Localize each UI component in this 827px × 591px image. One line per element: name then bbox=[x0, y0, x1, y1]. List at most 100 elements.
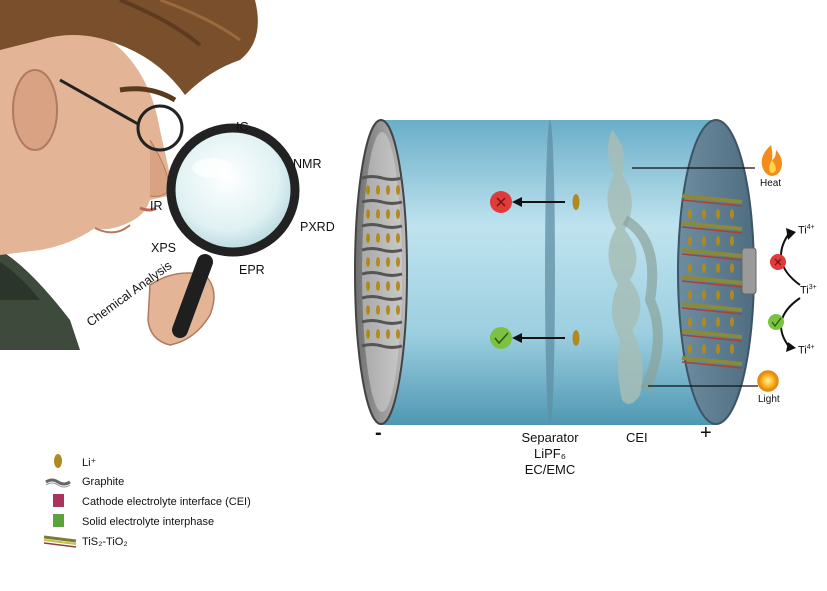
legend: Li⁺ Graphite Cathode electrolyte interfa… bbox=[46, 452, 251, 552]
tis2-sheet bbox=[681, 302, 743, 312]
li-ion bbox=[366, 209, 370, 219]
li-ion bbox=[730, 317, 734, 327]
technique-nmr: NMR bbox=[293, 157, 322, 171]
li-ion bbox=[716, 344, 720, 354]
battery-cell bbox=[354, 119, 757, 425]
li-migration-reject bbox=[490, 191, 580, 213]
li-ion bbox=[688, 236, 692, 246]
magnifying-glass-icon bbox=[166, 123, 300, 338]
flame-icon bbox=[761, 145, 782, 176]
legend-sei-swatch bbox=[53, 514, 64, 527]
separator-membrane bbox=[545, 120, 555, 424]
li-ion bbox=[396, 257, 400, 267]
li-ion bbox=[386, 305, 390, 315]
legend-tis2-swatch bbox=[43, 535, 77, 548]
legend-cei-swatch bbox=[53, 494, 64, 507]
li-ion bbox=[688, 290, 692, 300]
light-label: Light bbox=[758, 394, 780, 405]
li-ion bbox=[376, 185, 380, 195]
sun-icon bbox=[757, 370, 779, 392]
li-ion bbox=[376, 233, 380, 243]
technique-epr: EPR bbox=[239, 263, 265, 277]
tis2-sheet bbox=[681, 221, 743, 231]
li-ion bbox=[702, 209, 706, 219]
li-ion bbox=[716, 290, 720, 300]
ti-redox-cycle bbox=[768, 228, 801, 352]
li-ion bbox=[716, 263, 720, 273]
li-ion bbox=[702, 317, 706, 327]
heat-label: Heat bbox=[760, 178, 782, 189]
li-ion bbox=[716, 209, 720, 219]
li-ion bbox=[716, 317, 720, 327]
tio2-sheet bbox=[681, 253, 743, 261]
tio2-sheet bbox=[681, 334, 743, 342]
cei-layer bbox=[607, 130, 643, 404]
tis2-sheet bbox=[681, 356, 743, 366]
li-ion bbox=[396, 305, 400, 315]
li-ion bbox=[396, 233, 400, 243]
li-ion bbox=[376, 257, 380, 267]
li-ion bbox=[702, 263, 706, 273]
graphite-sheet bbox=[361, 175, 403, 181]
li-ion bbox=[688, 209, 692, 219]
legend-sei-label: Solid electrolyte interphase bbox=[82, 516, 215, 528]
li-ion bbox=[376, 305, 380, 315]
li-ion bbox=[730, 263, 734, 273]
li-ion bbox=[366, 257, 370, 267]
li-ion bbox=[396, 281, 400, 291]
li-ion bbox=[386, 281, 390, 291]
tis2-sheet bbox=[681, 275, 743, 285]
li-ion bbox=[386, 257, 390, 267]
li-ion bbox=[702, 236, 706, 246]
technique-pxrd: PXRD bbox=[300, 220, 335, 234]
legend-graphite-label: Graphite bbox=[82, 476, 125, 488]
tis2-sheet bbox=[681, 329, 743, 339]
graphite-sheet bbox=[361, 271, 403, 277]
cathode-terminal bbox=[741, 247, 757, 295]
li-ion bbox=[702, 290, 706, 300]
cei-label: CEI bbox=[626, 430, 648, 445]
graphite-sheet bbox=[361, 295, 403, 301]
li-ion bbox=[366, 233, 370, 243]
li-ion bbox=[730, 290, 734, 300]
anode-minus-sign: - bbox=[375, 422, 382, 444]
accept-icon bbox=[768, 314, 784, 330]
li-ion bbox=[702, 344, 706, 354]
graphite-sheet bbox=[361, 247, 403, 253]
li-ion bbox=[376, 209, 380, 219]
tio2-sheet bbox=[681, 199, 743, 207]
legend-graphite-swatch bbox=[45, 478, 71, 488]
technique-ic: IC bbox=[236, 120, 249, 134]
li-ion bbox=[386, 209, 390, 219]
li-ion bbox=[366, 185, 370, 195]
tio2-sheet bbox=[681, 307, 743, 315]
tio2-sheet bbox=[681, 280, 743, 288]
li-ion bbox=[572, 330, 580, 346]
technique-ir: IR bbox=[150, 199, 163, 213]
separator-label: Separator bbox=[521, 430, 579, 445]
graphite-sheet bbox=[361, 343, 403, 349]
legend-cei-label: Cathode electrolyte interface (CEI) bbox=[82, 496, 251, 508]
li-ion bbox=[688, 263, 692, 273]
tis2-tio2-layers bbox=[681, 194, 743, 369]
tio2-sheet bbox=[681, 226, 743, 234]
graphite-sheet bbox=[361, 319, 403, 325]
li-ion bbox=[572, 194, 580, 210]
ion-ti4-top: Ti4+ bbox=[798, 224, 815, 237]
li-ion bbox=[396, 209, 400, 219]
graphite-sheet bbox=[361, 223, 403, 229]
scientist-figure bbox=[0, 0, 258, 350]
tis2-sheet bbox=[681, 248, 743, 258]
li-ion bbox=[730, 344, 734, 354]
li-ion bbox=[376, 281, 380, 291]
li-ion bbox=[366, 281, 370, 291]
li-ion bbox=[688, 344, 692, 354]
accept-icon bbox=[490, 327, 512, 349]
legend-tis2-label: TiS₂-TiO₂ bbox=[82, 536, 128, 548]
graphite-sheet bbox=[361, 199, 403, 205]
tis2-sheet bbox=[681, 194, 743, 204]
li-ion bbox=[376, 329, 380, 339]
salt-label: LiPF₆ bbox=[534, 446, 566, 461]
solvent-label: EC/EMC bbox=[524, 462, 576, 477]
